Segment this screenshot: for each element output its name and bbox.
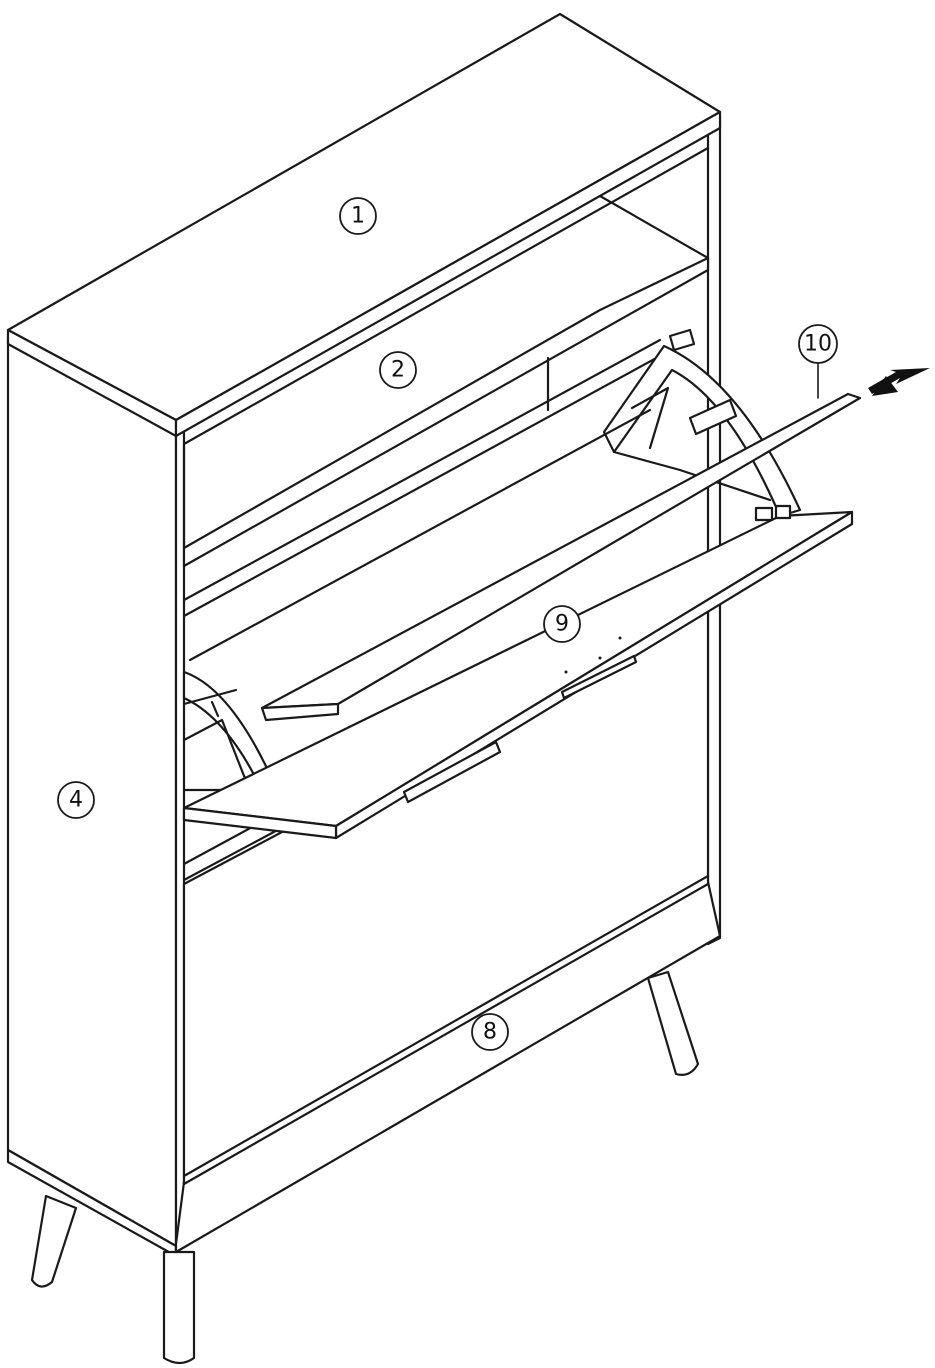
callout-4: 4 xyxy=(57,781,95,819)
callout-10-label: 10 xyxy=(804,332,832,357)
callout-10: 10 xyxy=(798,324,838,364)
callout-9-label: 9 xyxy=(555,612,569,637)
right-hinge-bracket xyxy=(602,328,802,522)
callout-1-label: 1 xyxy=(351,204,365,229)
callout-4-label: 4 xyxy=(69,788,83,813)
callout-1: 1 xyxy=(339,197,377,235)
front-left-leg xyxy=(30,1194,78,1288)
callout-2: 2 xyxy=(379,351,417,389)
front-right-leg xyxy=(162,1250,196,1365)
right-side-panel xyxy=(706,114,722,946)
back-right-leg xyxy=(646,970,700,1076)
arrow-pointing-left-icon xyxy=(868,368,930,396)
callout-2-label: 2 xyxy=(391,358,405,383)
top-compartment xyxy=(182,146,710,550)
upper-flap-board-10 xyxy=(188,392,862,722)
flap-door-9 xyxy=(182,510,854,840)
callout-8-label: 8 xyxy=(483,1020,497,1045)
callout-8: 8 xyxy=(471,1013,509,1051)
callout-9: 9 xyxy=(543,605,581,643)
